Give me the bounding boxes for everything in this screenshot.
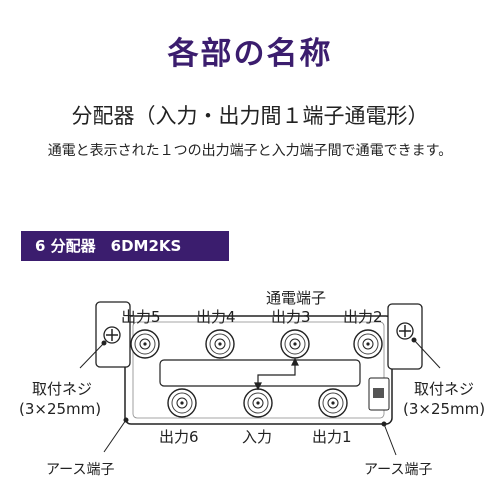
label-earth-left: アース端子: [46, 462, 115, 478]
page-title: 各部の名称: [167, 36, 333, 72]
power-pass-arrow-icon: [254, 357, 299, 391]
connector-out4-icon: [205, 329, 235, 359]
label-tsuden-terminal: 通電端子: [266, 289, 327, 307]
label-out4: 出力4: [196, 308, 236, 326]
center-window: [159, 359, 361, 387]
splitter-body-inner: [132, 321, 385, 419]
label-out6: 出力6: [159, 428, 199, 446]
label-out2: 出力2: [343, 308, 383, 326]
label-mount-screw-right: 取付ネジ: [414, 380, 475, 398]
label-mount-screw-right-size: (3×25mm): [403, 400, 486, 418]
connector-out6-icon: [167, 388, 197, 418]
label-out3: 出力3: [271, 308, 311, 326]
label-mount-screw-left: 取付ネジ: [32, 380, 93, 398]
label-out5: 出力5: [121, 308, 161, 326]
right-mount-screw-icon: [396, 322, 414, 340]
label-out1: 出力1: [312, 428, 352, 446]
left-mount-screw-icon: [103, 326, 121, 344]
connector-out2-icon: [353, 329, 383, 359]
connector-out1-icon: [318, 388, 348, 418]
description-text: 通電と表示された１つの出力端子と入力端子間で通電できます。: [47, 143, 453, 159]
earth-terminal-screw: [373, 388, 384, 398]
product-subtitle: 分配器（入力・出力間１端子通電形）: [71, 104, 429, 128]
leader-lines: [79, 337, 441, 456]
label-mount-screw-left-size: (3×25mm): [19, 400, 102, 418]
label-input: 入力: [242, 428, 273, 446]
connector-out3-icon: [280, 329, 310, 359]
label-earth-right: アース端子: [364, 462, 433, 478]
model-label-bar: 6 分配器 6DM2KS: [21, 231, 229, 261]
connector-out5-icon: [130, 329, 160, 359]
connector-input-icon: [243, 388, 273, 418]
